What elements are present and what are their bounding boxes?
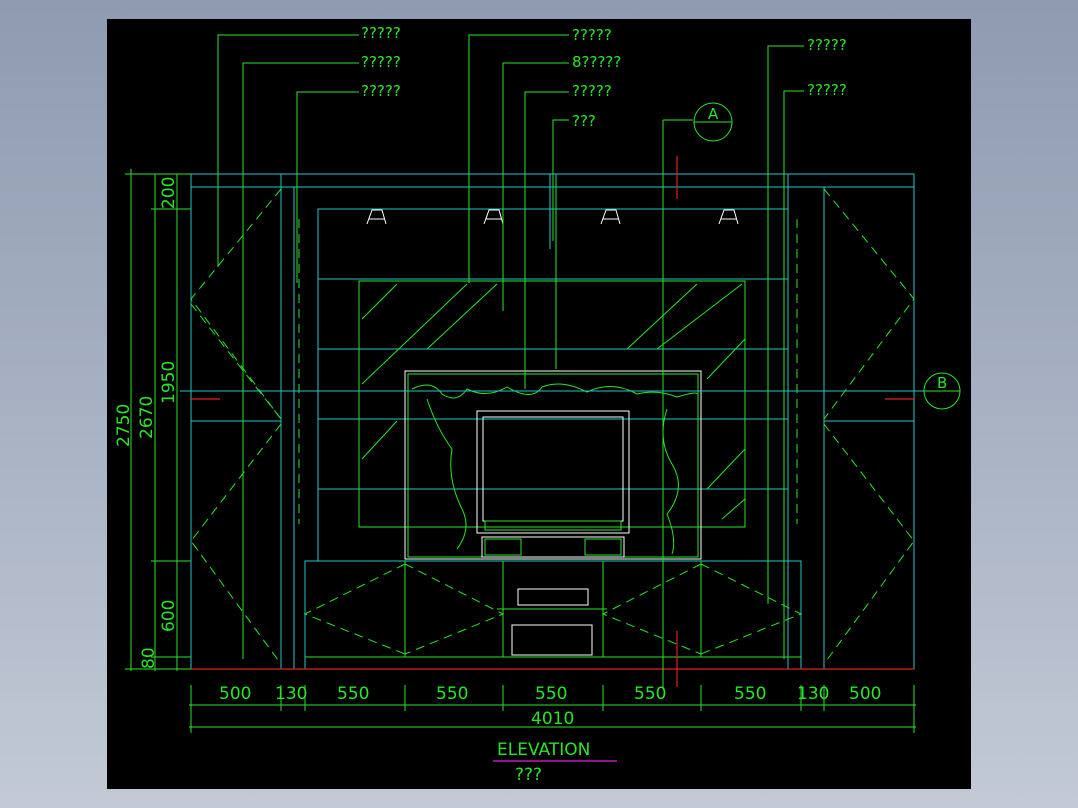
dim-1950: 1950 xyxy=(159,361,179,404)
section-marker-b xyxy=(180,372,961,410)
dim-h-1: 500 xyxy=(219,684,251,704)
callout-label-2: ????? xyxy=(361,53,401,71)
glass-shelves xyxy=(358,179,746,528)
callout-labels: ????? ????? ????? ????? 8????? ????? ???… xyxy=(361,24,847,130)
dim-200: 200 xyxy=(159,177,179,209)
cad-viewport[interactable]: ????? ????? ????? ????? 8????? ????? ???… xyxy=(107,19,971,789)
callout-label-9: ????? xyxy=(807,81,847,99)
dim-2670: 2670 xyxy=(137,396,157,439)
dim-2750: 2750 xyxy=(114,404,134,447)
horizontal-dimension-lines xyxy=(189,685,916,733)
callout-label-6: ????? xyxy=(572,82,612,100)
section-marker-a xyxy=(676,102,733,687)
spot-lights xyxy=(366,209,739,225)
section-marker-b-label: B xyxy=(937,374,947,392)
dim-h-2: 130 xyxy=(275,684,307,704)
dim-h-4: 550 xyxy=(436,684,468,704)
dim-h-7: 550 xyxy=(734,684,766,704)
dim-h-5: 550 xyxy=(535,684,567,704)
drawing-subtitle: ??? xyxy=(515,765,542,785)
callout-label-8: ????? xyxy=(807,36,847,54)
dim-600: 600 xyxy=(159,600,179,632)
callout-label-1: ????? xyxy=(361,24,401,42)
leader-lines xyxy=(217,34,804,689)
elevation-drawing: ????? ????? ????? ????? 8????? ????? ???… xyxy=(114,24,961,785)
drawing-title: ELEVATION xyxy=(497,740,590,760)
dim-80: 80 xyxy=(139,647,159,669)
dim-h-8: 130 xyxy=(797,684,829,704)
tv-wall-panel xyxy=(404,370,702,560)
callout-label-3: ????? xyxy=(361,82,401,100)
callout-label-7: ??? xyxy=(572,112,596,130)
side-panel-patterns xyxy=(190,188,915,665)
dim-h-9: 500 xyxy=(849,684,881,704)
callout-label-5: 8????? xyxy=(572,53,621,71)
dim-h-6: 550 xyxy=(634,684,666,704)
vertical-dimension-lines xyxy=(125,169,191,671)
base-cabinet xyxy=(191,560,914,670)
dim-overall-width: 4010 xyxy=(531,709,574,729)
horizontal-dimension-labels: 500 130 550 550 550 550 550 130 500 4010 xyxy=(219,684,881,729)
section-marker-a-label: A xyxy=(708,105,719,123)
vertical-dimension-labels: 2750 2670 200 1950 600 80 xyxy=(114,177,179,669)
dim-h-3: 550 xyxy=(337,684,369,704)
callout-label-4: ????? xyxy=(572,26,612,44)
